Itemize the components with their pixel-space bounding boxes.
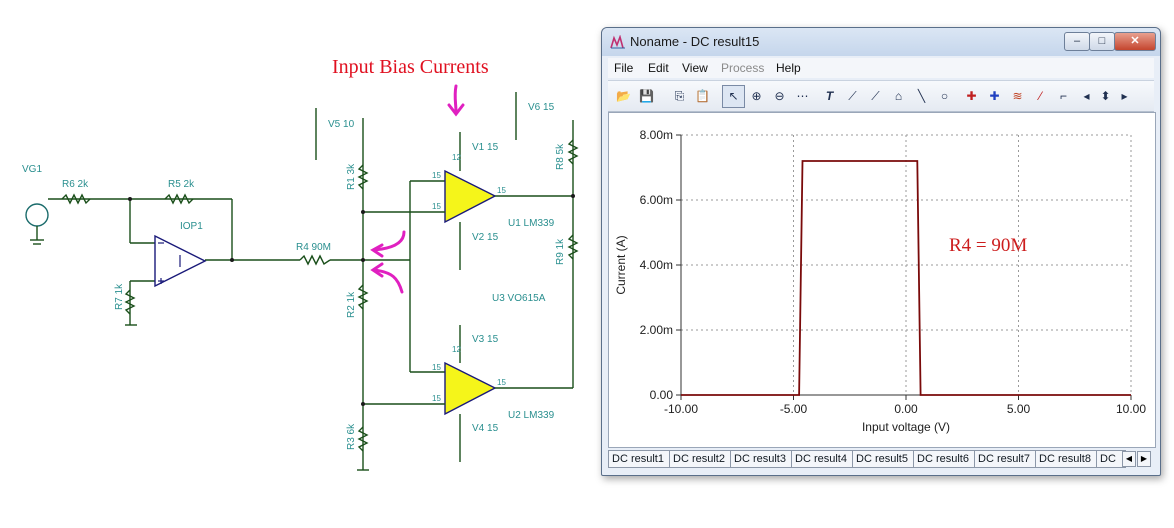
pin-label: 12 xyxy=(452,153,461,162)
tab-dc-result4[interactable]: DC result4 xyxy=(791,450,857,468)
label-v6: V6 15 xyxy=(528,102,555,113)
tab-dc-result7[interactable]: DC result7 xyxy=(974,450,1040,468)
zoom-100-icon[interactable]: ⊖ xyxy=(774,89,785,103)
wave-icon[interactable]: ≋ xyxy=(1012,89,1023,103)
text-icon[interactable]: T xyxy=(825,89,834,103)
tab-dc-result2[interactable]: DC result2 xyxy=(669,450,735,468)
plot-annotation: R4 = 90M xyxy=(949,235,1027,256)
label-v3: V3 15 xyxy=(472,334,499,345)
marker-a-icon[interactable]: ✚ xyxy=(966,89,977,103)
pin-label: 15 xyxy=(497,186,506,195)
circle-icon[interactable]: ○ xyxy=(940,89,949,103)
tab-dc-result5[interactable]: DC result5 xyxy=(852,450,918,468)
app-icon xyxy=(610,35,625,49)
label-r4: R4 90M xyxy=(296,242,331,253)
y-tick-label: 4.00m xyxy=(640,258,673,272)
label-v1: V1 15 xyxy=(472,142,499,153)
y-tick-label: 0.00 xyxy=(650,388,674,402)
scroll-updown-icon[interactable]: ⬍ xyxy=(1100,89,1111,103)
label-r3: R3 6k xyxy=(346,423,357,450)
x-tick-label: 0.00 xyxy=(894,402,918,416)
maximize-button[interactable]: □ xyxy=(1089,32,1115,51)
x-axis-label: Input voltage (V) xyxy=(862,420,950,434)
save-icon[interactable]: 💾 xyxy=(639,89,654,103)
title-bar[interactable]: Noname - DC result15 – □ ✕ xyxy=(602,28,1160,56)
label-v4: V4 15 xyxy=(472,423,499,434)
menu-bar: File Edit View Process Help xyxy=(608,58,1154,78)
tab-dc-result6[interactable]: DC result6 xyxy=(913,450,979,468)
menu-edit[interactable]: Edit xyxy=(648,61,669,75)
label-r7: R7 1k xyxy=(114,283,125,310)
pin-label: 15 xyxy=(432,202,441,211)
annotate-icon[interactable]: ⌂ xyxy=(894,89,903,103)
copy-icon[interactable]: ⎘ xyxy=(674,89,685,103)
scroll-right-icon[interactable]: ▸ xyxy=(1121,89,1128,103)
pin-label: 15 xyxy=(432,171,441,180)
dc-chart: -10.00 -5.00 0.00 5.00 10.00 0.00 2.00m 4.00m 6.… xyxy=(614,128,1146,434)
toolbar: 📂 💾 ⎘ 📋 ↖ ⊕ ⊖ ⋯ T ⟋ ⟋ ⌂ ╲ ○ ✚ ✚ ≋ ⁄ ⌐ ◂ … xyxy=(608,80,1154,112)
plot-area[interactable]: -10.00 -5.00 0.00 5.00 10.00 0.00 2.00m 4.00m 6.… xyxy=(608,112,1156,448)
annotation-title: Input Bias Currents xyxy=(332,56,489,78)
label-r6: R6 2k xyxy=(62,179,89,190)
grid-icon[interactable]: ⋯ xyxy=(796,89,809,103)
pin-label: 12 xyxy=(452,345,461,354)
cursor-a-icon[interactable]: ⟋ xyxy=(848,89,857,103)
menu-process[interactable]: Process xyxy=(721,61,765,75)
step-icon[interactable]: ⌐ xyxy=(1059,89,1067,103)
x-tick-label: -5.00 xyxy=(780,402,808,416)
label-r8: R8 5k xyxy=(555,143,566,170)
tab-dc-result3[interactable]: DC result3 xyxy=(730,450,796,468)
pin-label: 15 xyxy=(497,378,506,387)
tab-dc-result1[interactable]: DC result1 xyxy=(608,450,674,468)
line-icon[interactable]: ╲ xyxy=(917,89,926,103)
label-r9: R9 1k xyxy=(555,238,566,265)
label-v2: V2 15 xyxy=(472,232,499,243)
pin-label: 15 xyxy=(432,394,441,403)
cursor-b-icon[interactable]: ⟋ xyxy=(871,89,880,103)
pin-label: 15 xyxy=(432,363,441,372)
menu-file[interactable]: File xyxy=(614,61,634,75)
y-axis-label: Current (A) xyxy=(614,235,628,294)
tab-dc-result8[interactable]: DC result8 xyxy=(1035,450,1101,468)
x-tick-label: -10.00 xyxy=(664,402,698,416)
window-title: Noname - DC result15 xyxy=(630,34,760,49)
x-tick-label: 10.00 xyxy=(1116,402,1146,416)
tab-scroll-left-icon[interactable]: ◀ xyxy=(1122,451,1136,467)
minimize-button[interactable]: – xyxy=(1064,32,1090,51)
label-iop1: IOP1 xyxy=(180,221,203,232)
menu-help[interactable]: Help xyxy=(776,61,801,75)
label-u1: U1 LM339 xyxy=(508,218,555,229)
label-v5: V5 10 xyxy=(328,119,355,130)
dc-result-window[interactable]: Noname - DC result15 – □ ✕ File Edit Vie… xyxy=(601,27,1161,476)
zoom-in-icon[interactable]: ⊕ xyxy=(751,89,762,103)
marker-b-icon[interactable]: ✚ xyxy=(989,89,1000,103)
label-r1: R1 3k xyxy=(346,163,357,190)
label-vg1: VG1 xyxy=(22,164,42,175)
open-folder-icon[interactable]: 📂 xyxy=(616,89,631,103)
paste-icon[interactable]: 📋 xyxy=(695,89,710,103)
label-r5: R5 2k xyxy=(168,179,195,190)
series-line xyxy=(681,160,1131,396)
pointer-icon[interactable]: ↖ xyxy=(722,85,745,108)
tab-scroll-right-icon[interactable]: ▶ xyxy=(1137,451,1151,467)
y-tick-label: 6.00m xyxy=(640,193,673,207)
label-u3: U3 VO615A xyxy=(492,293,546,304)
y-tick-label: 2.00m xyxy=(640,323,673,337)
x-tick-label: 5.00 xyxy=(1007,402,1031,416)
label-r2: R2 1k xyxy=(346,291,357,318)
menu-view[interactable]: View xyxy=(682,61,708,75)
close-button[interactable]: ✕ xyxy=(1114,32,1156,51)
label-u2: U2 LM339 xyxy=(508,410,555,421)
y-tick-label: 8.00m xyxy=(640,128,673,142)
probe-icon[interactable]: ⁄ xyxy=(1039,89,1042,103)
result-tab-bar: DC result1 DC result2 DC result3 DC resu… xyxy=(608,448,1154,468)
scroll-left-icon[interactable]: ◂ xyxy=(1083,89,1090,103)
